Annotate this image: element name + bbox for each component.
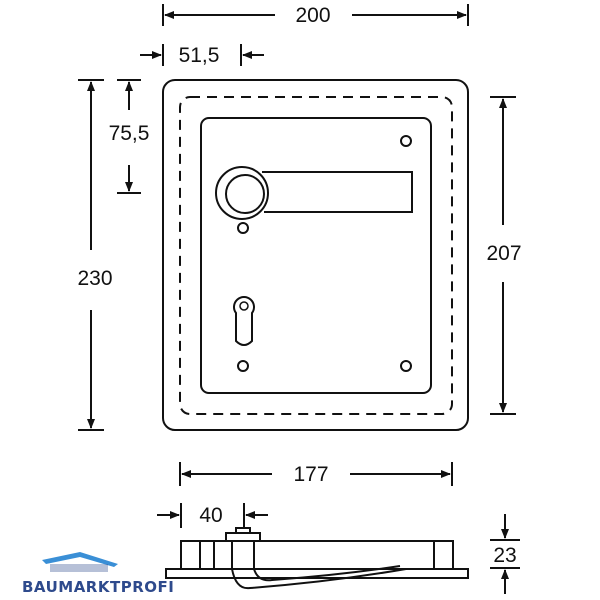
dim-height-total: 230 xyxy=(77,79,113,431)
dim-depth: 23 xyxy=(490,514,520,594)
dim-label-200: 200 xyxy=(295,4,330,27)
dim-handle-offset: 40 xyxy=(157,503,268,528)
dim-label-51-5: 51,5 xyxy=(179,44,220,67)
roof-logo-icon xyxy=(40,550,120,581)
screw-hole-top-right xyxy=(400,135,412,147)
inner-plate xyxy=(200,117,432,394)
outer-plate xyxy=(162,79,469,431)
side-view xyxy=(165,527,469,590)
dim-label-177: 177 xyxy=(293,463,328,486)
dim-label-75-5: 75,5 xyxy=(109,122,150,145)
dim-label-23: 23 xyxy=(493,544,516,567)
keyhole-inner xyxy=(239,301,249,311)
keyhole-icon xyxy=(233,296,255,346)
dim-offset-left: 51,5 xyxy=(140,44,264,67)
dim-label-207: 207 xyxy=(486,242,521,265)
brand-name: BAUMARKTPROFI xyxy=(22,578,175,596)
dim-offset-top: 75,5 xyxy=(109,79,150,194)
screw-hole-under-handle xyxy=(237,222,249,234)
dim-label-40: 40 xyxy=(199,504,222,527)
door-handle-icon xyxy=(215,166,413,220)
dim-label-230: 230 xyxy=(77,267,112,290)
dim-width-base: 177 xyxy=(179,462,453,486)
dim-height-inner: 207 xyxy=(486,96,522,415)
seal-line xyxy=(179,96,453,415)
screw-hole-bottom-left xyxy=(237,360,249,372)
screw-hole-bottom-right xyxy=(400,360,412,372)
dim-width-total: 200 xyxy=(162,4,469,27)
